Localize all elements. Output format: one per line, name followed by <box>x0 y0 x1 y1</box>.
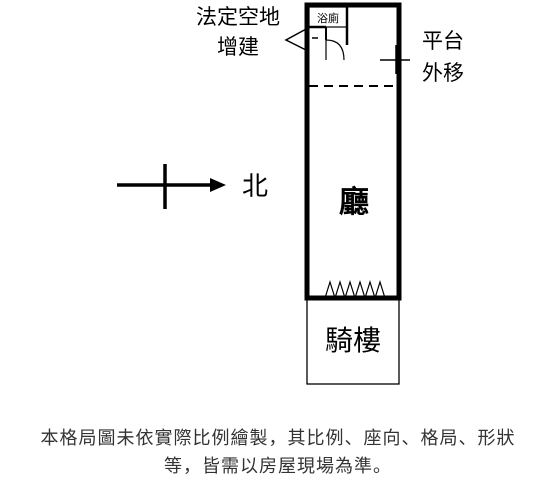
legal-area-pointer <box>284 27 309 52</box>
bathroom-label: 浴廁 <box>317 11 339 25</box>
arcade-label: 騎樓 <box>325 324 381 357</box>
legal-area-label-2: 增建 <box>217 35 259 59</box>
living-room-label: 廳 <box>339 185 369 220</box>
balcony-label-2: 外移 <box>422 61 464 85</box>
door-swing-arc <box>325 39 345 61</box>
disclaimer-line-2: 等，皆需以房屋現場為準。 <box>164 456 392 477</box>
main-outer-wall <box>304 2 402 301</box>
floor-plan: 浴廁 法定空地 增建 平台 外移 北 廳 騎樓 <box>117 2 464 385</box>
disclaimer-line-1: 本格局圖未依實際比例繪製，其比例、座向、格局、形狀 <box>40 428 516 449</box>
legal-area-label-1: 法定空地 <box>196 5 280 29</box>
north-arrow-icon <box>210 178 226 192</box>
arcade-box <box>306 297 400 385</box>
north-label: 北 <box>242 172 268 202</box>
balcony-label-1: 平台 <box>422 29 464 53</box>
